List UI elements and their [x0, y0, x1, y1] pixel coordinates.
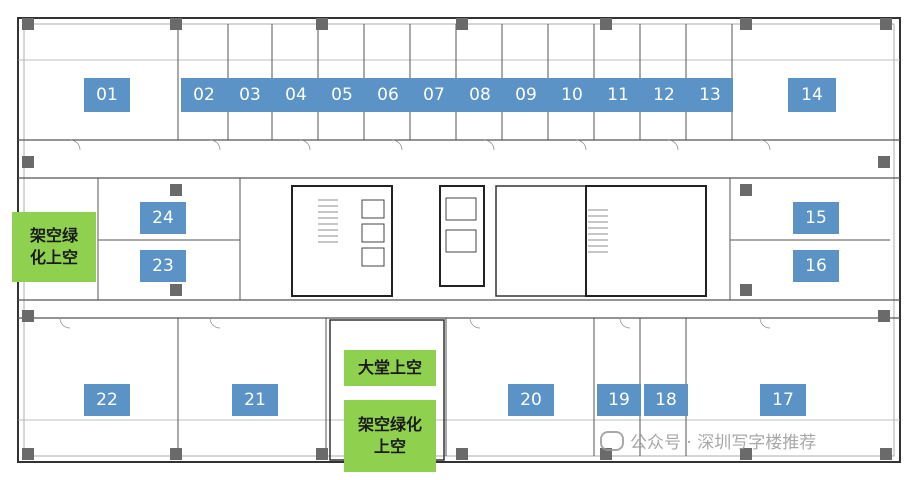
west-sky-garden-void: 架空绿 化上空	[12, 212, 96, 282]
unit-05: 05	[319, 78, 365, 112]
unit-06: 06	[365, 78, 411, 112]
unit-16: 16	[793, 250, 839, 282]
core-lift-block	[439, 185, 485, 287]
unit-11: 11	[595, 78, 641, 112]
unit-14: 14	[788, 78, 836, 112]
structural-columns	[22, 18, 892, 460]
core-stair-east	[585, 185, 707, 297]
unit-03: 03	[227, 78, 273, 112]
unit-24: 24	[140, 202, 186, 234]
south-sky-garden-line2: 上空	[373, 437, 406, 456]
watermark: 公众号 · 深圳写字楼推荐	[600, 428, 816, 453]
south-sky-garden-void: 架空绿化 上空	[344, 400, 436, 472]
unit-07: 07	[411, 78, 457, 112]
unit-21: 21	[232, 384, 278, 416]
unit-17: 17	[760, 384, 806, 416]
core-stair-west	[291, 185, 393, 297]
west-sky-garden-line2: 化上空	[29, 248, 78, 267]
unit-22: 22	[84, 384, 130, 416]
unit-08: 08	[457, 78, 503, 112]
unit-23: 23	[140, 250, 186, 282]
unit-18: 18	[644, 384, 688, 416]
unit-20: 20	[508, 384, 554, 416]
unit-04: 04	[273, 78, 319, 112]
wing-partitions	[97, 178, 890, 300]
unit-15: 15	[793, 202, 839, 234]
core-restrooms	[495, 185, 587, 297]
stair-hatch-west	[318, 199, 338, 243]
west-sky-garden-line1: 架空绿	[29, 226, 78, 245]
watermark-text: 公众号 · 深圳写字楼推荐	[630, 433, 817, 453]
unit-10: 10	[549, 78, 595, 112]
lift-cars	[361, 197, 477, 267]
lobby-void: 大堂上空	[344, 350, 436, 386]
unit-01: 01	[84, 78, 130, 112]
unit-13: 13	[687, 78, 733, 112]
wechat-icon	[600, 430, 624, 451]
stair-hatch-east	[588, 209, 608, 253]
unit-19: 19	[597, 384, 641, 416]
unit-02: 02	[181, 78, 227, 112]
unit-12: 12	[641, 78, 687, 112]
unit-09: 09	[503, 78, 549, 112]
door-swings	[59, 139, 771, 329]
south-sky-garden-line1: 架空绿化	[357, 415, 422, 434]
